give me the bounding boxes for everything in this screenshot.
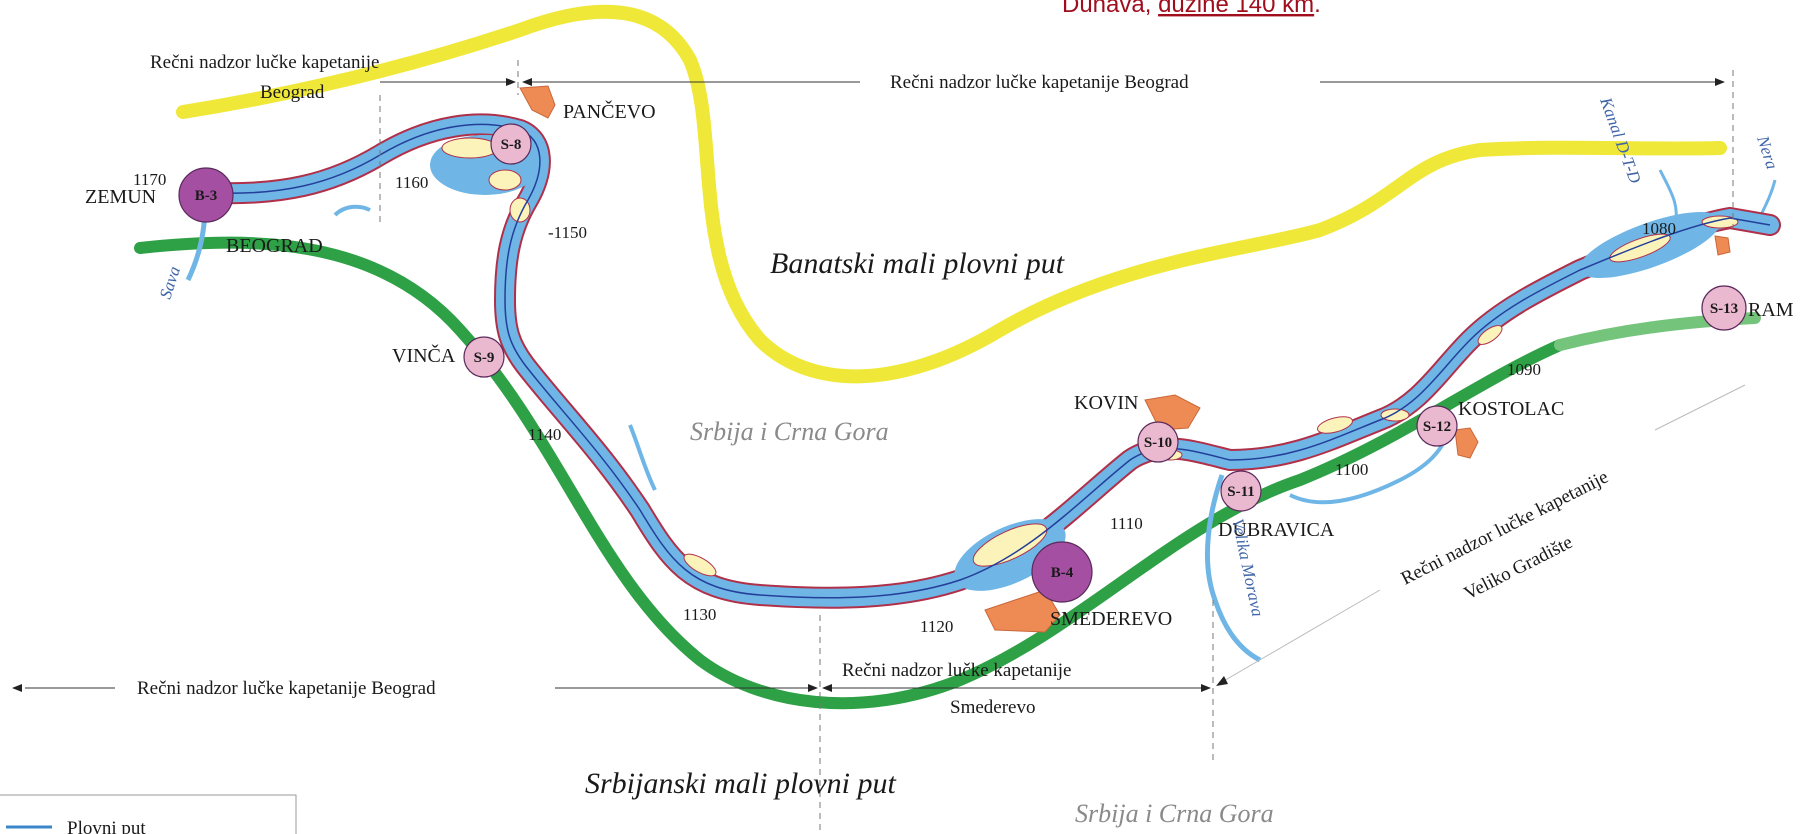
station-b3-label: B-3 bbox=[195, 188, 218, 204]
arrowhead-bottom-left bbox=[12, 684, 22, 692]
station-b4-label: B-4 bbox=[1051, 565, 1074, 581]
region-srbija-bottom: Srbija i Crna Gora bbox=[1075, 799, 1274, 828]
town-vinca: VINČA bbox=[392, 343, 456, 367]
station-s9-label: S-9 bbox=[474, 350, 495, 366]
caption-end: . bbox=[1314, 0, 1321, 18]
town-zemun: ZEMUN bbox=[85, 186, 156, 208]
river-kanal: Kanal D-T-D bbox=[1596, 94, 1645, 187]
supervision-smederevo-line1: Rečni nadzor lučke kapetanije bbox=[842, 660, 1071, 681]
station-s8-circle bbox=[490, 123, 532, 165]
arrow-line-veliko-upper bbox=[1654, 384, 1746, 431]
station-b3-circle bbox=[178, 167, 234, 223]
station-s12-label: S-12 bbox=[1423, 419, 1451, 435]
route-banatski-label: Banatski mali plovni put bbox=[770, 247, 1065, 280]
caption-length: dužine 140 km bbox=[1158, 0, 1314, 18]
station-s12-circle bbox=[1416, 405, 1458, 447]
town-kostolac: KOSTOLAC bbox=[1458, 398, 1564, 420]
town-kovin: KOVIN bbox=[1074, 392, 1138, 414]
river-nera: Nera bbox=[1753, 132, 1782, 171]
map-caption: Dunava, dužine 140 km. bbox=[1062, 0, 1321, 18]
caption-text: Dunava, bbox=[1062, 0, 1158, 18]
tributary-kovin bbox=[1289, 439, 1447, 505]
km-1090: 1090 bbox=[1507, 360, 1541, 379]
velika-morava-river bbox=[1204, 474, 1262, 663]
town-smederevo: SMEDEREVO bbox=[1050, 608, 1172, 630]
fairway-line bbox=[214, 123, 1771, 599]
supervision-beograd-top: Rečni nadzor lučke kapetanije Beograd bbox=[890, 72, 1189, 93]
town-ram: RAM bbox=[1748, 299, 1794, 321]
kostolac-town-shape bbox=[1454, 427, 1479, 459]
supervision-beograd-bottom: Rečni nadzor lučke kapetanije Beograd bbox=[137, 678, 436, 699]
islands bbox=[441, 137, 1739, 577]
legend-plovni-put: Plovni put bbox=[67, 818, 146, 834]
arrowhead-beograd-left bbox=[506, 78, 516, 86]
supervision-smederevo-line2: Smederevo bbox=[950, 697, 1035, 718]
smederevo-town-shape bbox=[984, 589, 1061, 633]
town-pancevo: PANČEVO bbox=[563, 99, 656, 123]
station-s10-label: S-10 bbox=[1144, 435, 1172, 451]
supervision-beograd-left-line2: Beograd bbox=[260, 82, 325, 103]
tributary-1140 bbox=[628, 424, 657, 491]
arrowhead-smederevo-end bbox=[1201, 684, 1211, 692]
km-1120: 1120 bbox=[920, 617, 953, 636]
route-srbijanski-label: Srbijanski mali plovni put bbox=[585, 767, 896, 800]
arrowhead-bottom-right bbox=[808, 684, 818, 692]
town-beograd: BEOGRAD bbox=[226, 235, 323, 257]
km-1150: -1150 bbox=[548, 223, 587, 242]
station-s13-label: S-13 bbox=[1710, 301, 1738, 317]
town-dubravica: DUBRAVICA bbox=[1218, 519, 1335, 541]
supervision-beograd-left-line1: Rečni nadzor lučke kapetanije bbox=[150, 52, 379, 73]
river-sava: Sava bbox=[156, 264, 184, 301]
arrowhead-pancevo bbox=[522, 78, 532, 86]
km-1170: 1170 bbox=[133, 170, 166, 189]
km-1160: 1160 bbox=[395, 173, 428, 192]
arrowhead-smederevo-start bbox=[822, 684, 832, 692]
station-s10-circle bbox=[1137, 421, 1179, 463]
ram-town-shape bbox=[1714, 235, 1731, 256]
station-s13-circle bbox=[1701, 285, 1747, 331]
km-1110: 1110 bbox=[1110, 514, 1143, 533]
km-1080: 1080 bbox=[1642, 219, 1676, 238]
station-s9-circle bbox=[463, 336, 505, 378]
station-s11-circle bbox=[1220, 470, 1262, 512]
arrowhead-ram bbox=[1715, 78, 1725, 86]
km-1140: 1140 bbox=[528, 425, 561, 444]
station-s8-label: S-8 bbox=[501, 137, 522, 153]
km-1100: 1100 bbox=[1335, 460, 1368, 479]
km-1130: 1130 bbox=[683, 605, 716, 624]
pancevo-town-shape bbox=[519, 85, 556, 119]
region-srbija-center: Srbija i Crna Gora bbox=[690, 417, 889, 446]
banatski-route-left bbox=[176, 4, 1727, 384]
srbijanski-route-dark bbox=[134, 236, 1566, 710]
tributary-1150 bbox=[333, 204, 371, 217]
arrow-line-veliko-lower bbox=[1221, 589, 1381, 683]
station-b4-circle bbox=[1031, 541, 1093, 603]
station-s11-label: S-11 bbox=[1227, 484, 1255, 500]
arrowhead-veliko bbox=[1216, 676, 1228, 686]
